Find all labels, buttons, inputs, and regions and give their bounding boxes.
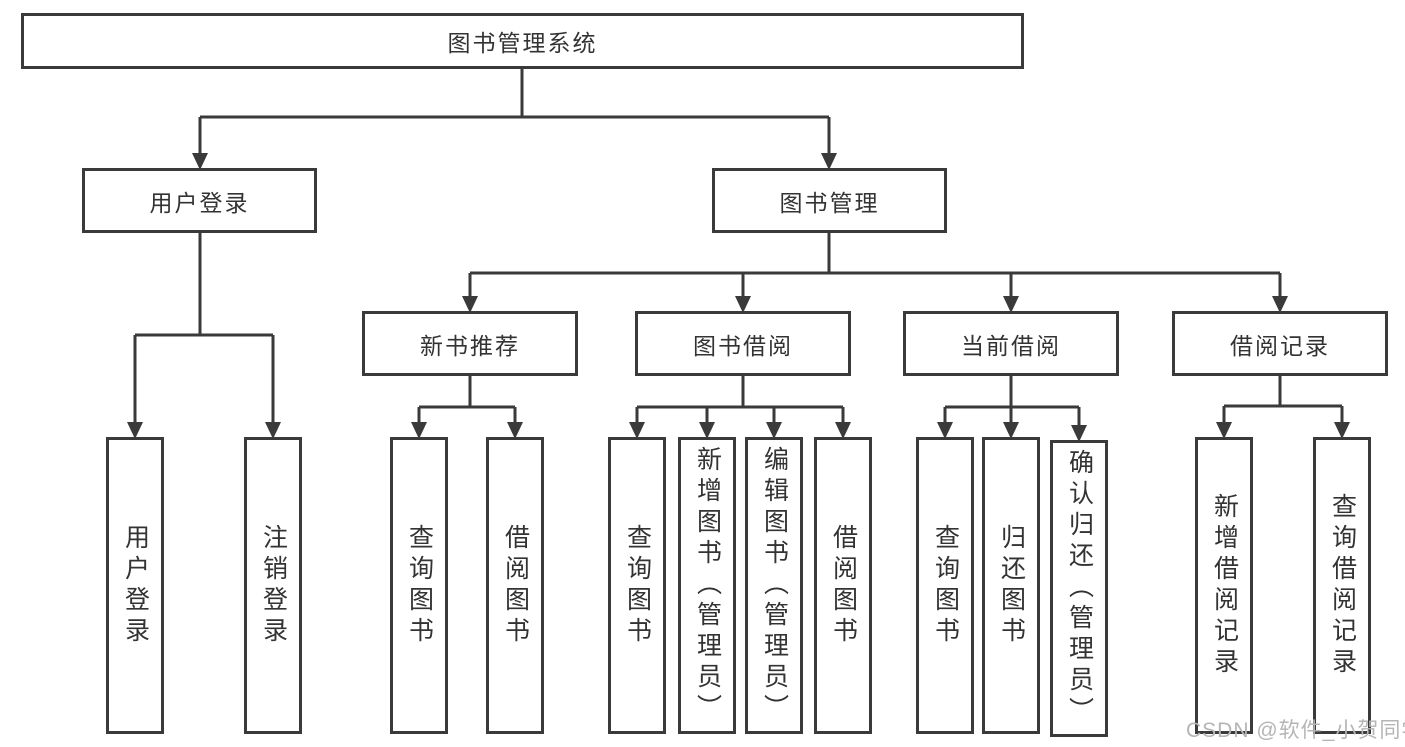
leaf-add-books-admin: 新增图书（管理员）	[678, 437, 736, 734]
leaf-edit-books-admin: 编辑图书（管理员）	[745, 437, 803, 734]
leaf-query-books-2-label: 查询图书	[623, 523, 652, 648]
leaf-return-books-label: 归还图书	[997, 523, 1026, 648]
leaf-user-login: 用户登录	[106, 437, 164, 734]
leaf-confirm-return-admin: 确认归还（管理员）	[1050, 440, 1108, 737]
node-root-system: 图书管理系统	[21, 13, 1024, 69]
node-book-management: 图书管理	[712, 168, 947, 233]
leaf-query-books-1-label: 查询图书	[405, 523, 434, 648]
node-book-borrowing-label: 图书借阅	[693, 332, 793, 359]
arrowheads	[127, 153, 1350, 442]
leaf-add-borrow-record: 新增借阅记录	[1195, 437, 1253, 734]
node-borrowing-records: 借阅记录	[1172, 311, 1388, 376]
leaf-add-books-admin-label: 新增图书（管理员）	[693, 446, 722, 725]
node-borrowing-records-label: 借阅记录	[1230, 332, 1330, 359]
leaf-query-books-2: 查询图书	[608, 437, 666, 734]
leaf-query-books-3-label: 查询图书	[931, 523, 960, 648]
leaf-query-borrow-record-label: 查询借阅记录	[1328, 492, 1357, 679]
leaf-query-books-1: 查询图书	[390, 437, 448, 734]
node-new-book-recommend-label: 新书推荐	[420, 332, 520, 359]
leaf-logout: 注销登录	[244, 437, 302, 734]
node-current-borrowing: 当前借阅	[903, 311, 1119, 376]
node-root-label: 图书管理系统	[447, 30, 598, 56]
leaf-confirm-return-admin-label: 确认归还（管理员）	[1065, 449, 1094, 728]
leaf-logout-label: 注销登录	[259, 523, 288, 648]
leaf-query-books-3: 查询图书	[916, 437, 974, 734]
leaf-borrow-books-2: 借阅图书	[814, 437, 872, 734]
leaf-borrow-books-2-label: 借阅图书	[829, 523, 858, 648]
leaf-add-borrow-record-label: 新增借阅记录	[1210, 492, 1239, 679]
leaf-query-borrow-record: 查询借阅记录	[1313, 437, 1371, 734]
node-book-management-label: 图书管理	[779, 189, 880, 216]
node-book-borrowing: 图书借阅	[635, 311, 851, 376]
csdn-watermark: CSDN @软件_小贺同学	[1186, 714, 1405, 744]
leaf-edit-books-admin-label: 编辑图书（管理员）	[760, 446, 789, 725]
csdn-watermark-text: CSDN @软件_小贺同学	[1186, 719, 1405, 742]
node-user-login-label: 用户登录	[149, 189, 250, 216]
node-new-book-recommend: 新书推荐	[362, 311, 578, 376]
node-current-borrowing-label: 当前借阅	[961, 332, 1061, 359]
leaf-borrow-books-1: 借阅图书	[486, 437, 544, 734]
leaf-user-login-label: 用户登录	[121, 523, 150, 648]
node-user-login: 用户登录	[82, 168, 317, 233]
leaf-borrow-books-1-label: 借阅图书	[501, 523, 530, 648]
leaf-return-books: 归还图书	[982, 437, 1040, 734]
